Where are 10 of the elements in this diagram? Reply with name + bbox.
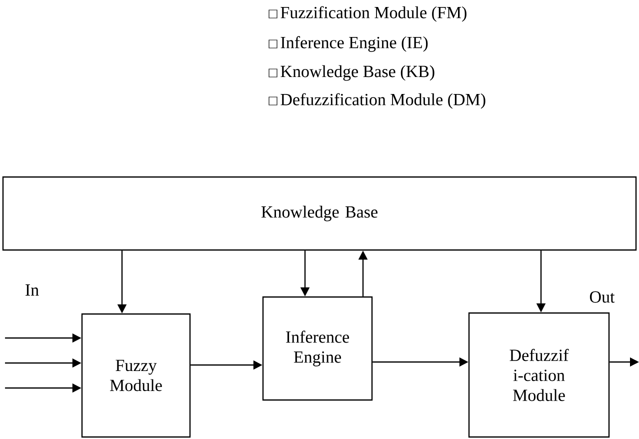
- module-box: Fuzzy Module: [81, 313, 191, 438]
- port-label: Out: [590, 291, 615, 303]
- port-label: In: [26, 284, 39, 296]
- module-box: Inference Engine: [262, 296, 373, 401]
- list-item: Defuzzification Module (DM): [280, 93, 486, 109]
- list-item: Knowledge Base (KB): [280, 65, 434, 81]
- module-box: Defuzzif i-cation Module: [468, 312, 610, 438]
- list-item: Inference Engine (IE): [280, 36, 428, 52]
- list-item: Fuzzification Module (FM): [280, 6, 466, 22]
- knowledge-base-box: Knowledge Base: [2, 176, 637, 251]
